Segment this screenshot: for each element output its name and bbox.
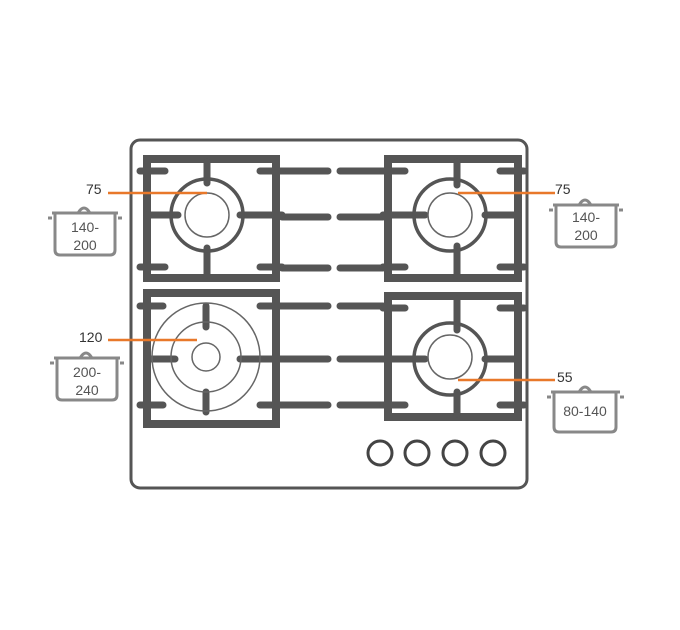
middle-bars xyxy=(278,167,387,409)
burner-bottom-right xyxy=(379,292,528,421)
svg-text:140-: 140- xyxy=(572,209,600,225)
burner-top-right xyxy=(379,155,528,282)
svg-text:140-: 140- xyxy=(71,219,99,235)
svg-text:200: 200 xyxy=(73,237,97,253)
svg-text:240: 240 xyxy=(75,382,99,398)
control-knobs xyxy=(366,439,507,467)
pot-icon-bottom-right: 80-140 xyxy=(547,385,624,434)
power-label-top-right: 75 xyxy=(555,181,571,197)
burner-bottom-left xyxy=(136,289,286,428)
svg-text:80-140: 80-140 xyxy=(563,403,607,419)
power-label-bottom-left: 120 xyxy=(79,329,103,345)
pot-icon-top-right: 140- 200 xyxy=(549,198,623,249)
burner-top-left xyxy=(136,155,286,282)
pot-icon-bottom-left: 200- 240 xyxy=(50,351,124,402)
knob-2[interactable] xyxy=(403,439,431,467)
power-label-bottom-right: 55 xyxy=(557,369,573,385)
power-label-top-left: 75 xyxy=(86,181,102,197)
svg-text:200-: 200- xyxy=(73,364,101,380)
hob-outline xyxy=(129,138,529,490)
pot-icon-top-left: 140- 200 xyxy=(48,206,122,257)
knob-4[interactable] xyxy=(479,439,507,467)
knob-3[interactable] xyxy=(441,439,469,467)
knob-1[interactable] xyxy=(366,439,394,467)
svg-text:200: 200 xyxy=(574,227,598,243)
